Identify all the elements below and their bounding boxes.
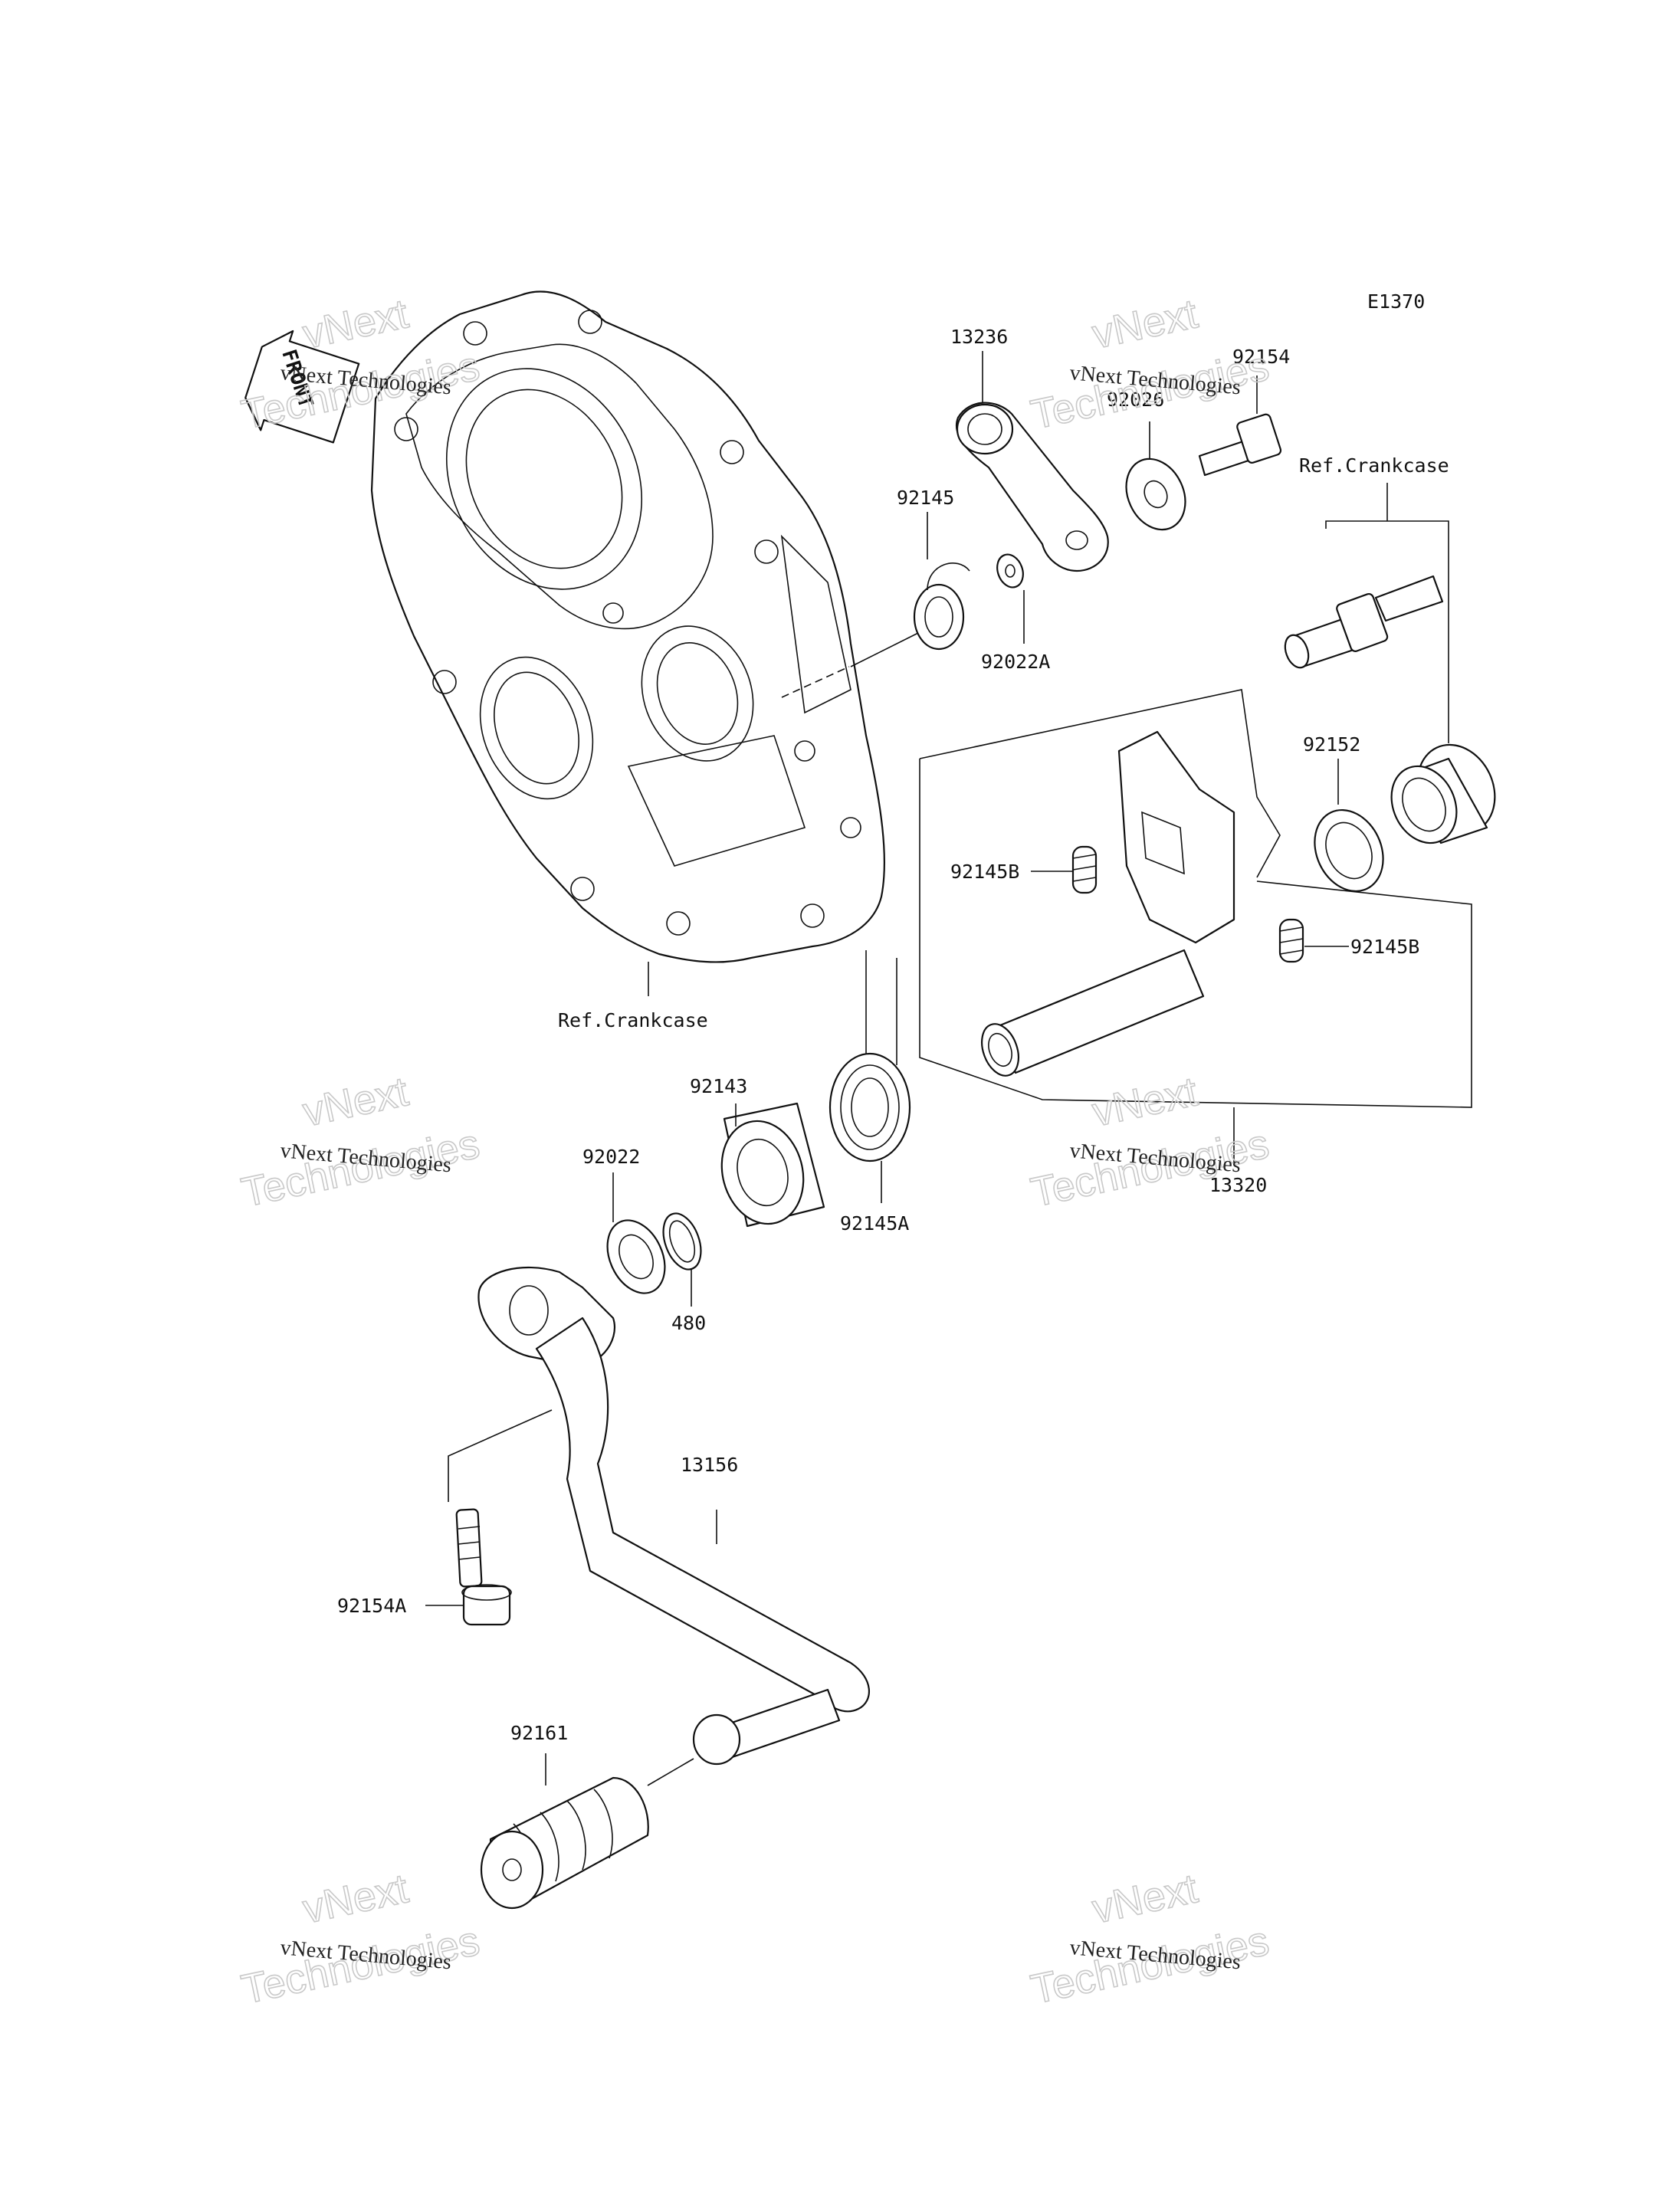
label-92145B-right: 92145B (1350, 936, 1419, 958)
part-92145B-spring-left (1071, 845, 1098, 894)
label-92022A: 92022A (981, 651, 1050, 673)
part-pin (1284, 575, 1444, 669)
part-needle-bearing (1390, 743, 1496, 844)
part-13236-link (956, 402, 1109, 572)
label-13320: 13320 (1209, 1174, 1267, 1196)
part-13156-shift-pedal (477, 1266, 870, 1766)
label-92152: 92152 (1303, 733, 1360, 756)
part-92143-collar (720, 1102, 825, 1228)
label-92022: 92022 (582, 1146, 640, 1168)
svg-text:vNext: vNext (299, 1068, 412, 1135)
watermark-bottom-right: vNext Technologies vNext Technologies (1026, 1865, 1273, 2014)
label-92145B-left: 92145B (950, 861, 1019, 883)
part-92154A-bolt (455, 1508, 512, 1626)
label-92154: 92154 (1232, 346, 1290, 368)
part-92022-washer (606, 1219, 666, 1294)
crankcase-part (370, 290, 886, 963)
part-92154-bolt (1198, 413, 1282, 477)
part-92145-spring (913, 562, 970, 651)
part-92026-washer (1125, 457, 1186, 531)
part-92145B-spring-right (1278, 918, 1304, 963)
label-480: 480 (671, 1312, 706, 1334)
label-ref-crankcase-bottom: Ref.Crankcase (558, 1009, 708, 1031)
svg-text:vNext: vNext (299, 1865, 412, 1932)
label-13156: 13156 (681, 1454, 738, 1476)
label-ref-crankcase-top: Ref.Crankcase (1299, 454, 1449, 477)
svg-text:vNext: vNext (1088, 290, 1202, 357)
part-92161-rubber (480, 1776, 649, 1910)
label-92026: 92026 (1107, 389, 1164, 411)
part-92152-bushing (1314, 808, 1384, 893)
label-92145: 92145 (897, 487, 954, 509)
part-92022A-washer (996, 553, 1024, 589)
part-13320-shift-shaft (981, 730, 1235, 1077)
label-92145A: 92145A (840, 1212, 909, 1235)
svg-text:vNext: vNext (1088, 1068, 1202, 1135)
watermark-top-right: vNext Technologies vNext Technologies (1026, 290, 1273, 439)
diagram-code: E1370 (1367, 290, 1425, 313)
label-92143: 92143 (690, 1075, 747, 1097)
svg-text:vNext: vNext (299, 290, 412, 357)
svg-text:vNext: vNext (1088, 1865, 1202, 1932)
watermark-bottom-left: vNext Technologies vNext Technologies (237, 1865, 484, 2014)
part-92145A-spring (829, 950, 911, 1162)
front-arrow-icon: FRONT (244, 330, 360, 444)
label-13236: 13236 (950, 326, 1008, 348)
part-480-circlip (662, 1212, 702, 1271)
watermark-mid-left: vNext Technologies vNext Technologies (237, 1068, 484, 1217)
label-92154A: 92154A (337, 1595, 406, 1617)
label-92161: 92161 (510, 1722, 568, 1744)
